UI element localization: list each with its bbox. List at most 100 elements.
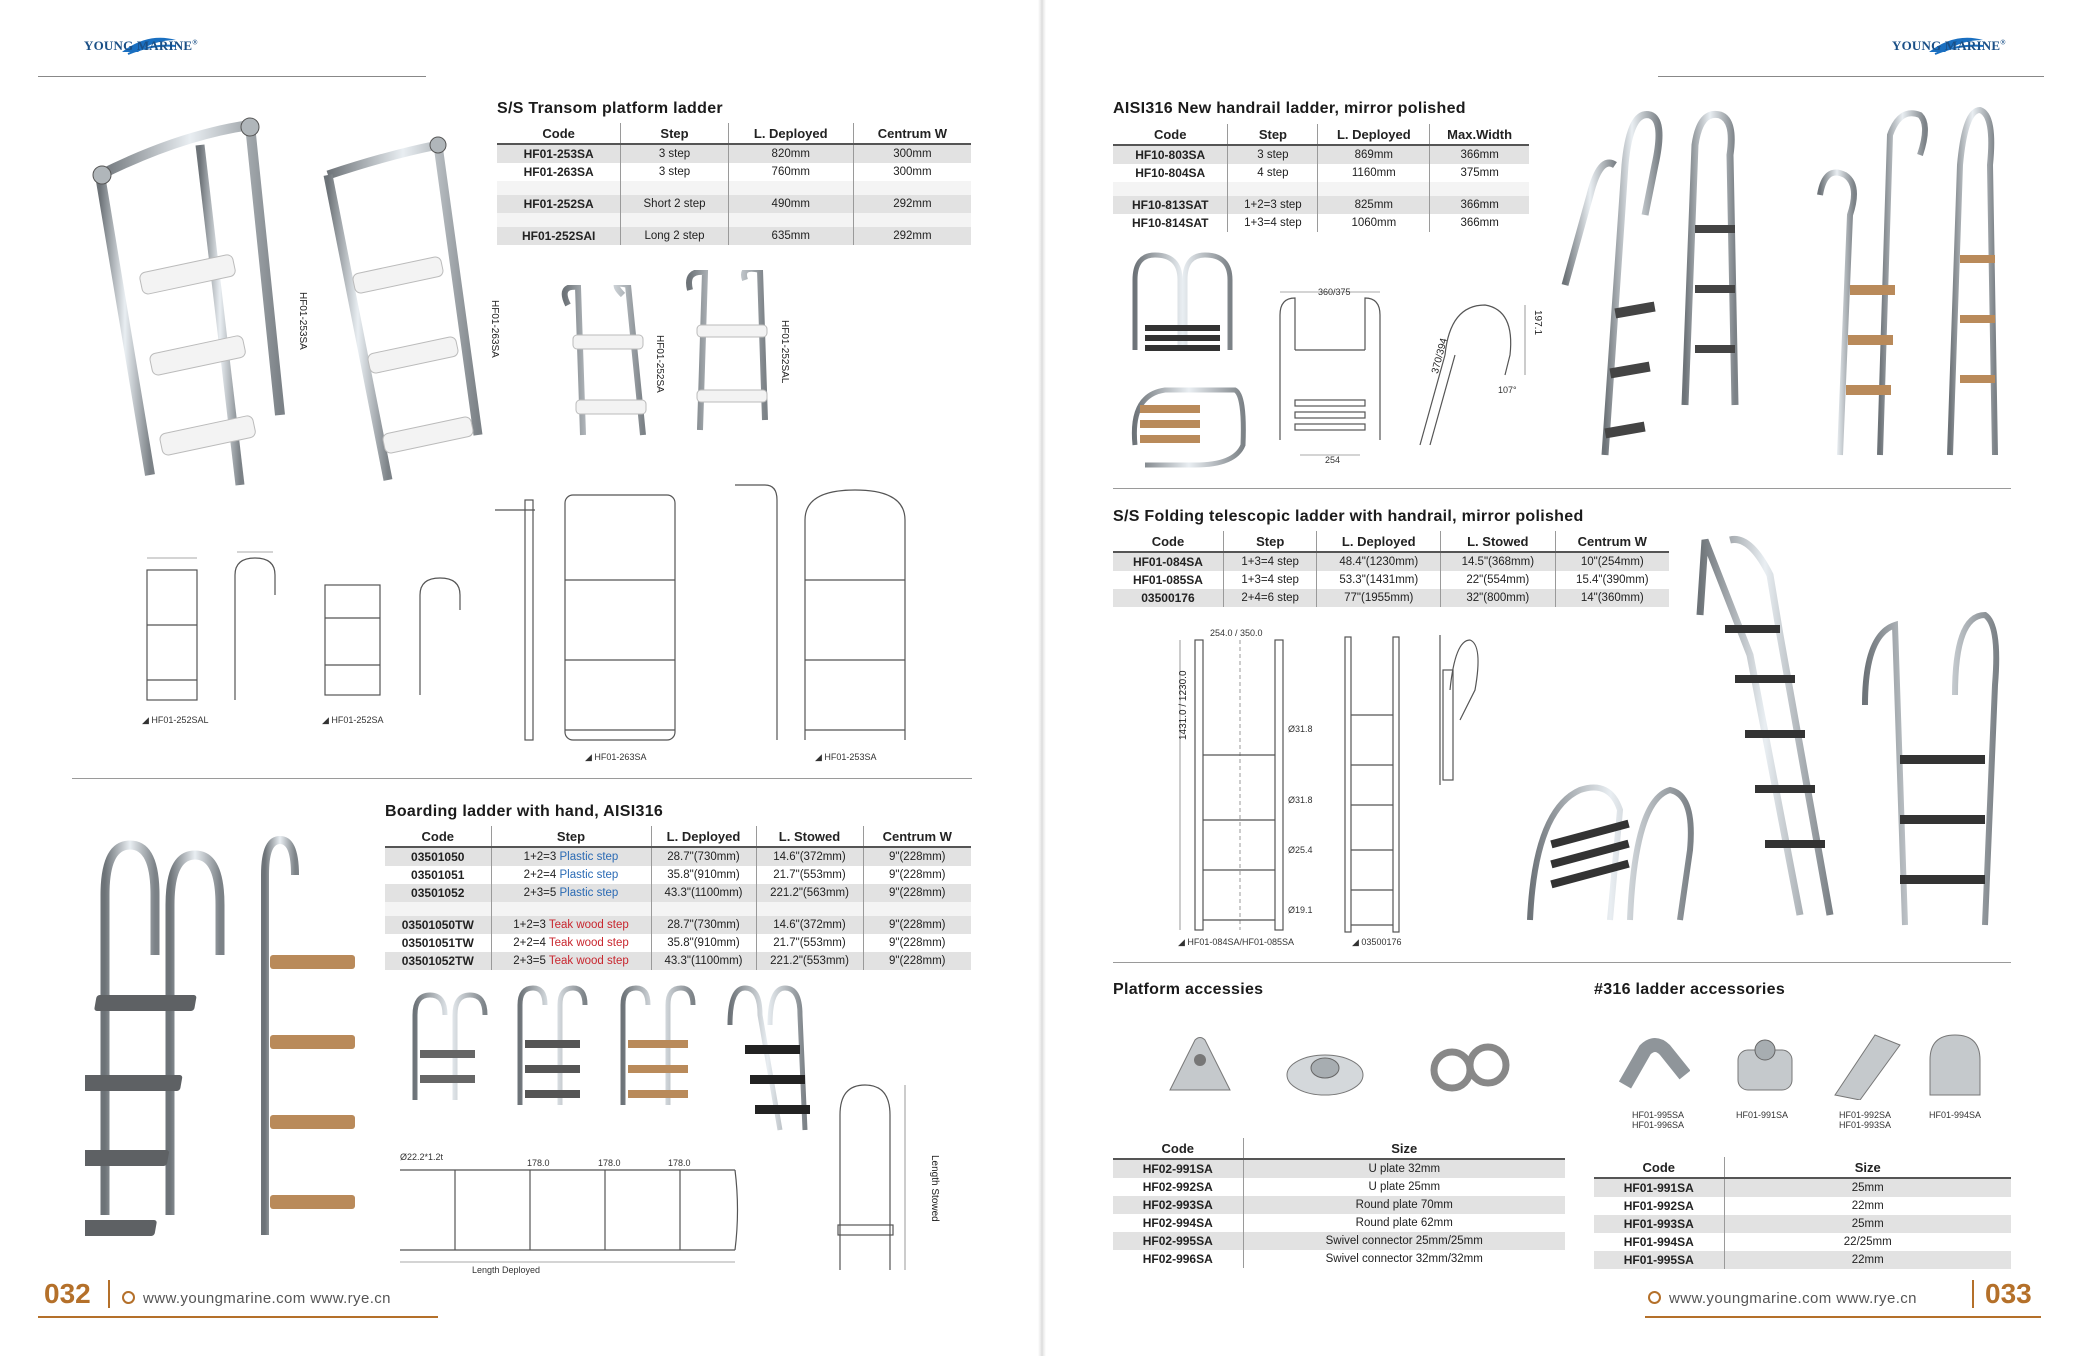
drawing-263sa — [485, 480, 700, 750]
dim-318-b: Ø31.8 — [1288, 795, 1313, 805]
col-stowed: L. Stowed — [1440, 531, 1556, 553]
boarding-ladder-teak-photo — [245, 835, 375, 1245]
globe-icon — [122, 1291, 135, 1304]
col-centrum: Centrum W — [852, 123, 971, 145]
col-code: Code — [1113, 124, 1228, 146]
page-number-right: 033 — [1985, 1278, 2032, 1309]
accessory-label-994: HF01-994SA — [1928, 1110, 1982, 1120]
col-code: Code — [385, 826, 491, 848]
footer-website-left[interactable]: www.youngmarine.com www.rye.cn — [122, 1290, 391, 1307]
drawing-caption-263sa: ◢ HF01-263SA — [585, 752, 647, 762]
table-row: 03501052 2+3=5 Plastic step 43.3"(1100mm… — [385, 884, 971, 902]
globe-icon — [1648, 1291, 1661, 1304]
young-marine-logo-icon — [118, 30, 178, 58]
platform-accessories-title: Platform accessies — [1113, 981, 1264, 998]
photo-label-253: HF01-253SA — [297, 292, 308, 350]
brand-logo-left: YOUNG MARINE® — [84, 38, 198, 53]
table-spacer-row — [385, 902, 971, 916]
brand-logo-right: YOUNG MARINE® — [1892, 38, 2006, 53]
book-spine — [1038, 0, 1046, 1356]
round-plate-photo — [1285, 1040, 1365, 1100]
col-code: Code — [497, 123, 621, 145]
drawing-caption-253sa: ◢ HF01-253SA — [815, 752, 877, 762]
section-divider-right-2 — [1113, 962, 2011, 963]
col-size: Size — [1242, 1138, 1565, 1160]
dim-191: Ø19.1 — [1288, 905, 1313, 915]
footer-separator-right — [1972, 1280, 1974, 1308]
drawing-caption-03500176: ◢ 03500176 — [1352, 937, 1402, 947]
accessory-994-photo — [1920, 1030, 1985, 1100]
table-spacer-row — [497, 213, 971, 227]
header-rule-right — [1658, 76, 2044, 77]
drawing-caption-252sal: ◢ HF01-252SAL — [142, 715, 209, 725]
table-row: 03501051TW 2+2=4 Teak wood step 35.8"(91… — [385, 934, 971, 952]
header-rule-left — [38, 76, 426, 77]
photo-label-252: HF01-252SA — [654, 335, 665, 393]
table-row: 03501050 1+2=3 Plastic step 28.7"(730mm)… — [385, 847, 971, 866]
handrail-title: AISI316 New handrail ladder, mirror poli… — [1113, 100, 1466, 117]
dim-178-c: 178.0 — [668, 1158, 691, 1168]
folding-ladder-long-photo — [1690, 535, 1850, 920]
col-step: Step — [490, 826, 651, 848]
folding-ladder-folded-photo — [1510, 770, 1700, 940]
label-length-stowed: Length Stowed — [929, 1155, 940, 1222]
col-centrum: Centrum W — [1554, 531, 1669, 553]
col-deployed: L. Deployed — [650, 826, 756, 848]
dim-197: 197.1 — [1532, 310, 1543, 336]
drawing-252sa — [300, 570, 475, 710]
transom-ladder-252-photo — [548, 285, 658, 445]
folding-ladder-short-photo — [1845, 605, 2005, 930]
handrail-spec-table: Code Step L. Deployed Max.Width HF10-803… — [1113, 124, 1529, 232]
transom-ladder-253-photo — [80, 115, 310, 495]
table-row: 03501050TW 1+2=3 Teak wood step 28.7"(73… — [385, 916, 971, 934]
swivel-connector-photo — [1430, 1035, 1510, 1100]
folding-front-drawing — [1170, 630, 1310, 935]
col-step: Step — [1222, 531, 1317, 553]
page-number-left: 032 — [44, 1278, 91, 1309]
drawing-caption-084-085: ◢ HF01-084SA/HF01-085SA — [1178, 937, 1294, 947]
footer-separator-left — [108, 1280, 110, 1308]
transom-ladder-252sal-photo — [675, 270, 785, 440]
photo-label-252sal: HF01-252SAL — [779, 320, 790, 384]
col-deployed: L. Deployed — [727, 123, 854, 145]
col-deployed: L. Deployed — [1316, 531, 1441, 553]
table-row: 03501052TW 2+3=5 Teak wood step 43.3"(11… — [385, 952, 971, 970]
folding-title: S/S Folding telescopic ladder with handr… — [1113, 508, 1584, 525]
ladder-accessories-title: #316 ladder accessories — [1594, 981, 1786, 998]
boarding-small-photo-4 — [715, 985, 810, 1135]
transom-ladder-263-photo — [308, 135, 498, 490]
footer-rule-right — [1645, 1316, 2041, 1318]
label-length-deployed: Length Deployed — [472, 1265, 541, 1275]
accessory-label-991: HF01-991SA — [1735, 1110, 1789, 1120]
boarding-small-photo-3 — [608, 985, 703, 1110]
young-marine-logo-icon — [1925, 30, 1985, 58]
col-width: Max.Width — [1429, 124, 1529, 146]
table-spacer-row — [1113, 182, 1529, 196]
section-divider-right-1 — [1113, 488, 2011, 489]
section-divider-left — [72, 778, 972, 779]
col-code: Code — [1113, 531, 1224, 553]
boarding-ladder-plastic-photo — [85, 835, 245, 1245]
drawing-caption-252sa: ◢ HF01-252SA — [322, 715, 384, 725]
dim-318-a: Ø31.8 — [1288, 724, 1313, 734]
dim-360-375: 360/375 — [1318, 287, 1351, 297]
footer-website-right[interactable]: www.youngmarine.com www.rye.cn — [1648, 1290, 1917, 1307]
handrail-front-drawing — [1270, 290, 1390, 460]
col-size: Size — [1723, 1157, 2011, 1179]
table-row: 03501051 2+2=4 Plastic step 35.8"(910mm)… — [385, 866, 971, 884]
table-spacer-row — [497, 181, 971, 195]
